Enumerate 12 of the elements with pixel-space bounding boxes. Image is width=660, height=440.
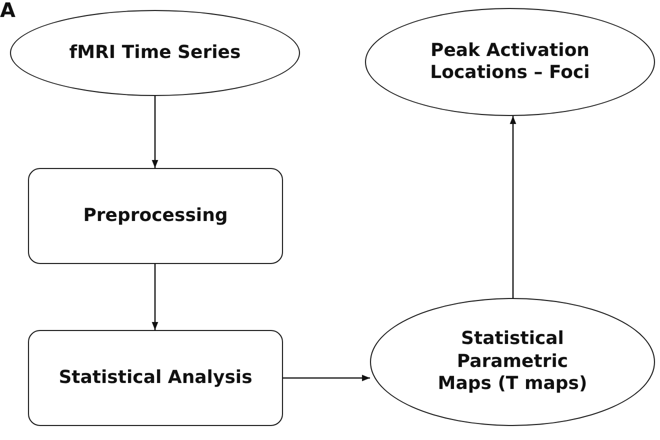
arrow bbox=[283, 374, 370, 382]
process-box bbox=[28, 168, 283, 264]
arrow bbox=[510, 116, 516, 298]
node-label: Peak Activation Locations – Foci bbox=[429, 40, 591, 84]
process-box bbox=[28, 330, 283, 426]
node-label: Statistical Analysis bbox=[58, 366, 252, 390]
node-label: fMRI Time Series bbox=[69, 42, 241, 64]
node-label: Preprocessing bbox=[83, 204, 228, 228]
panel-label: A bbox=[0, 0, 16, 20]
arrow bbox=[152, 264, 158, 330]
arrow bbox=[152, 96, 158, 168]
node-label: Statistical Parametric Maps (T maps) bbox=[436, 328, 588, 396]
